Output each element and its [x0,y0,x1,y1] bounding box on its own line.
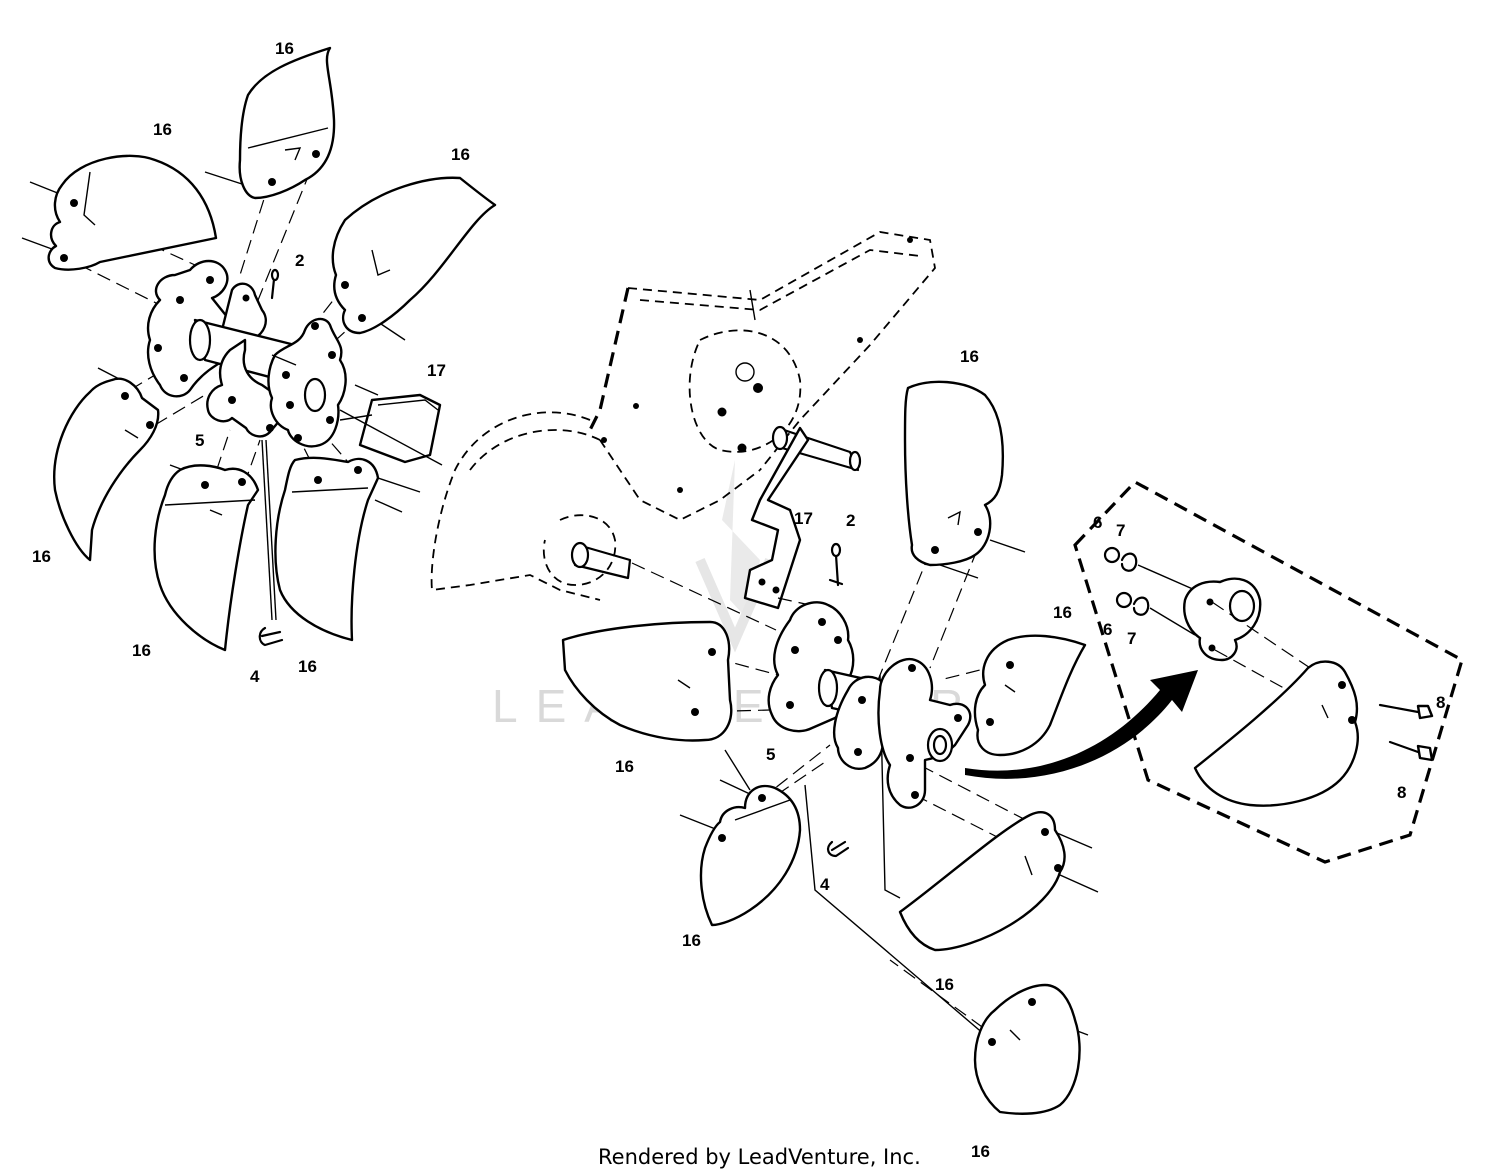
tine-left-2 [238,46,336,200]
transmission-housing [430,231,936,601]
tine-right-1 [903,380,1005,567]
callout-17: 17 [794,509,813,528]
callout-16: 16 [935,975,954,994]
callout-6: 6 [1103,620,1112,639]
footer-credit: Rendered by LeadVenture, Inc. [598,1145,921,1169]
tine-right-2 [561,620,733,742]
callout-16: 16 [298,657,317,676]
callout-16: 16 [153,120,172,139]
callout-16: 16 [451,145,470,164]
callout-5: 5 [766,745,775,764]
callout-16: 16 [615,757,634,776]
callout-16: 16 [32,547,51,566]
tine-left-4 [53,377,160,562]
guard-17-left [339,384,442,464]
callout-17: 17 [427,361,446,380]
callout-16: 16 [132,641,151,660]
callout-8: 8 [1397,783,1406,802]
callout-2: 2 [846,511,855,530]
hairpin-pin-4-left [258,626,284,647]
callout-7: 7 [1127,629,1136,648]
callout-16: 16 [960,347,979,366]
tine-inset [1193,660,1359,807]
callout-5: 5 [195,431,204,450]
callout-2: 2 [295,251,304,270]
hub-left [146,259,347,448]
tine-right-5 [898,811,1066,952]
callout-7: 7 [1116,521,1125,540]
tine-left-6 [274,456,380,642]
callout-16: 16 [971,1142,990,1161]
tine-right-6 [973,983,1081,1115]
detail-inset [965,480,1464,864]
callouts: 16 16 16 2 17 5 16 16 16 4 16 17 2 16 16… [32,39,1445,1161]
left-rotor-assembly [21,46,497,652]
callout-4: 4 [820,875,830,894]
tine-right-3 [973,634,1087,757]
tine-left-1 [47,154,218,271]
callout-16: 16 [1053,603,1072,622]
tine-left-3 [331,176,497,335]
callout-6: 6 [1093,513,1102,532]
right-rotor-assembly [561,380,1099,1115]
hub-right [767,542,972,809]
callout-16: 16 [682,931,701,950]
mounting-plate [1183,577,1262,662]
callout-4: 4 [250,667,260,686]
bolts-8 [1378,703,1434,762]
tine-right-4 [699,784,802,927]
callout-16: 16 [275,39,294,58]
hairpin-pin-4-right [826,840,850,858]
callout-8: 8 [1436,693,1445,712]
tine-left-5 [153,464,260,652]
nuts-washers [1103,546,1196,636]
